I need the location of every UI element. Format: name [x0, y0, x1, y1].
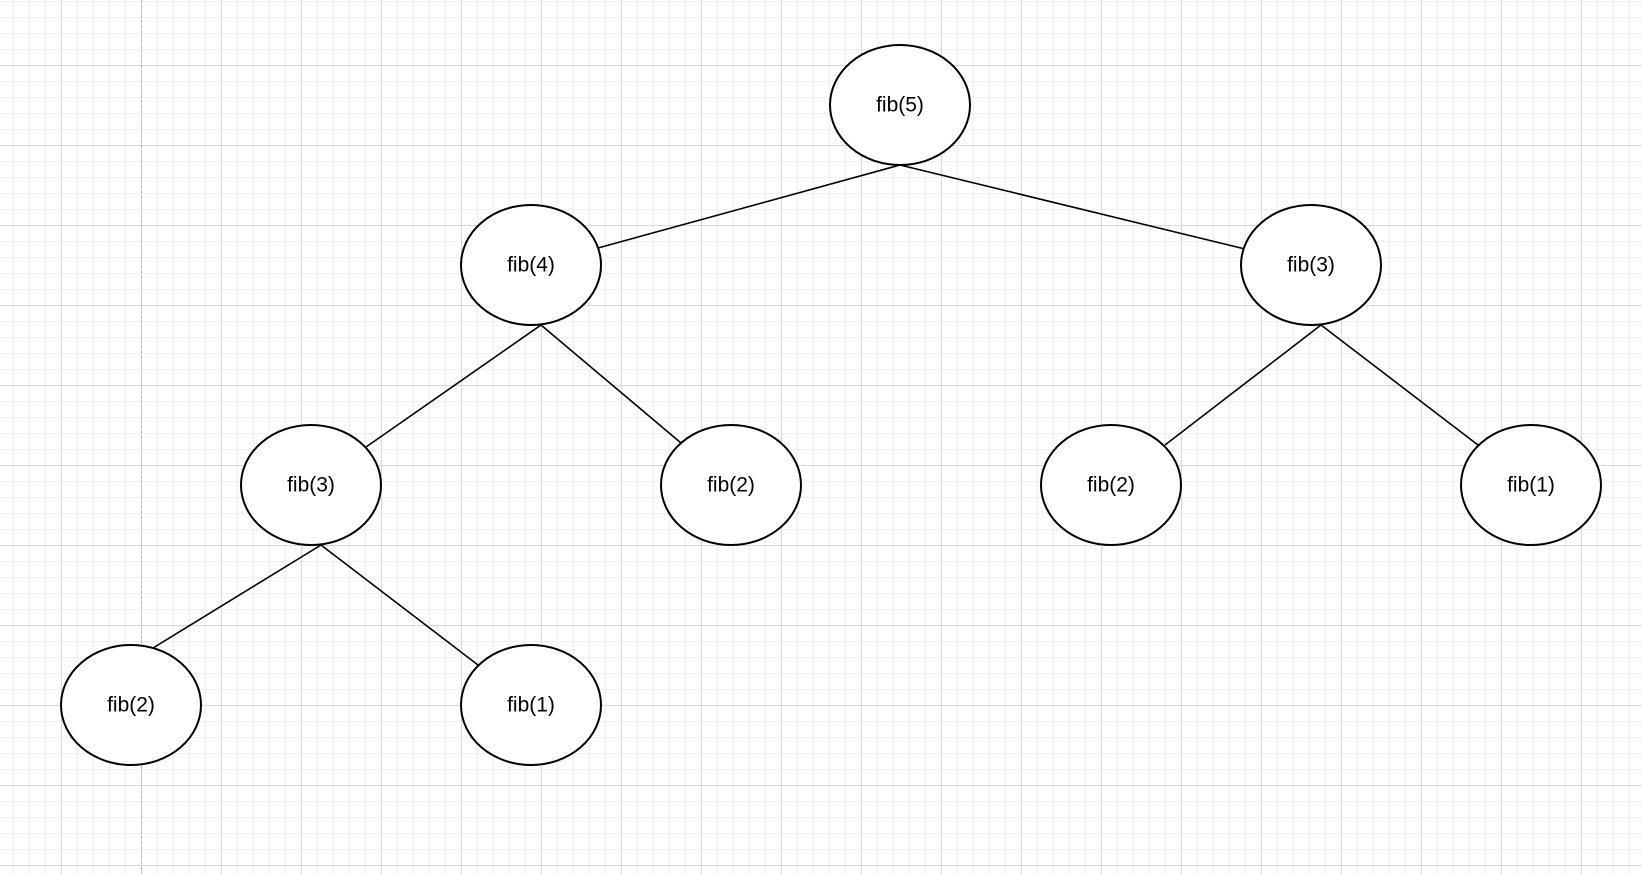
- edge-fib3-fib1-lower[interactable]: [320, 544, 479, 666]
- node-ellipse: [1240, 204, 1382, 326]
- node-ellipse: [1460, 424, 1602, 546]
- tree-node[interactable]: fib(4): [460, 204, 602, 326]
- edge-fib3-fib1[interactable]: [1320, 324, 1479, 446]
- node-ellipse: [460, 204, 602, 326]
- edge-fib5-fib3[interactable]: [899, 164, 1246, 250]
- edge-fib3-fib2[interactable]: [1164, 324, 1322, 446]
- node-ellipse: [460, 644, 602, 766]
- node-ellipse: [660, 424, 802, 546]
- node-label: fib(2): [107, 694, 155, 717]
- edge-fib4-fib2[interactable]: [540, 324, 682, 444]
- node-label: fib(2): [707, 474, 755, 497]
- node-ellipse: [1040, 424, 1182, 546]
- edge-fib4-fib3[interactable]: [365, 324, 542, 448]
- node-ellipse: [240, 424, 382, 546]
- node-label: fib(5): [876, 94, 924, 117]
- node-label: fib(1): [1507, 474, 1555, 497]
- tree-node[interactable]: fib(2): [660, 424, 802, 546]
- node-label: fib(1): [507, 694, 555, 717]
- page-break-guide: [141, 0, 142, 874]
- tree-node[interactable]: fib(1): [1460, 424, 1602, 546]
- tree-node[interactable]: fib(2): [1040, 424, 1182, 546]
- tree-node[interactable]: fib(5): [829, 44, 971, 166]
- node-label: fib(2): [1087, 474, 1135, 497]
- node-label: fib(3): [287, 474, 335, 497]
- tree-node[interactable]: fib(2): [60, 644, 202, 766]
- tree-node[interactable]: fib(3): [240, 424, 382, 546]
- node-label: fib(4): [507, 254, 555, 277]
- node-ellipse: [60, 644, 202, 766]
- edge-fib5-fib4[interactable]: [597, 164, 901, 249]
- node-ellipse: [829, 44, 971, 166]
- tree-node[interactable]: fib(3): [1240, 204, 1382, 326]
- node-label: fib(3): [1287, 254, 1335, 277]
- tree-node[interactable]: fib(1): [460, 644, 602, 766]
- edge-fib3-fib2-lower[interactable]: [152, 544, 322, 649]
